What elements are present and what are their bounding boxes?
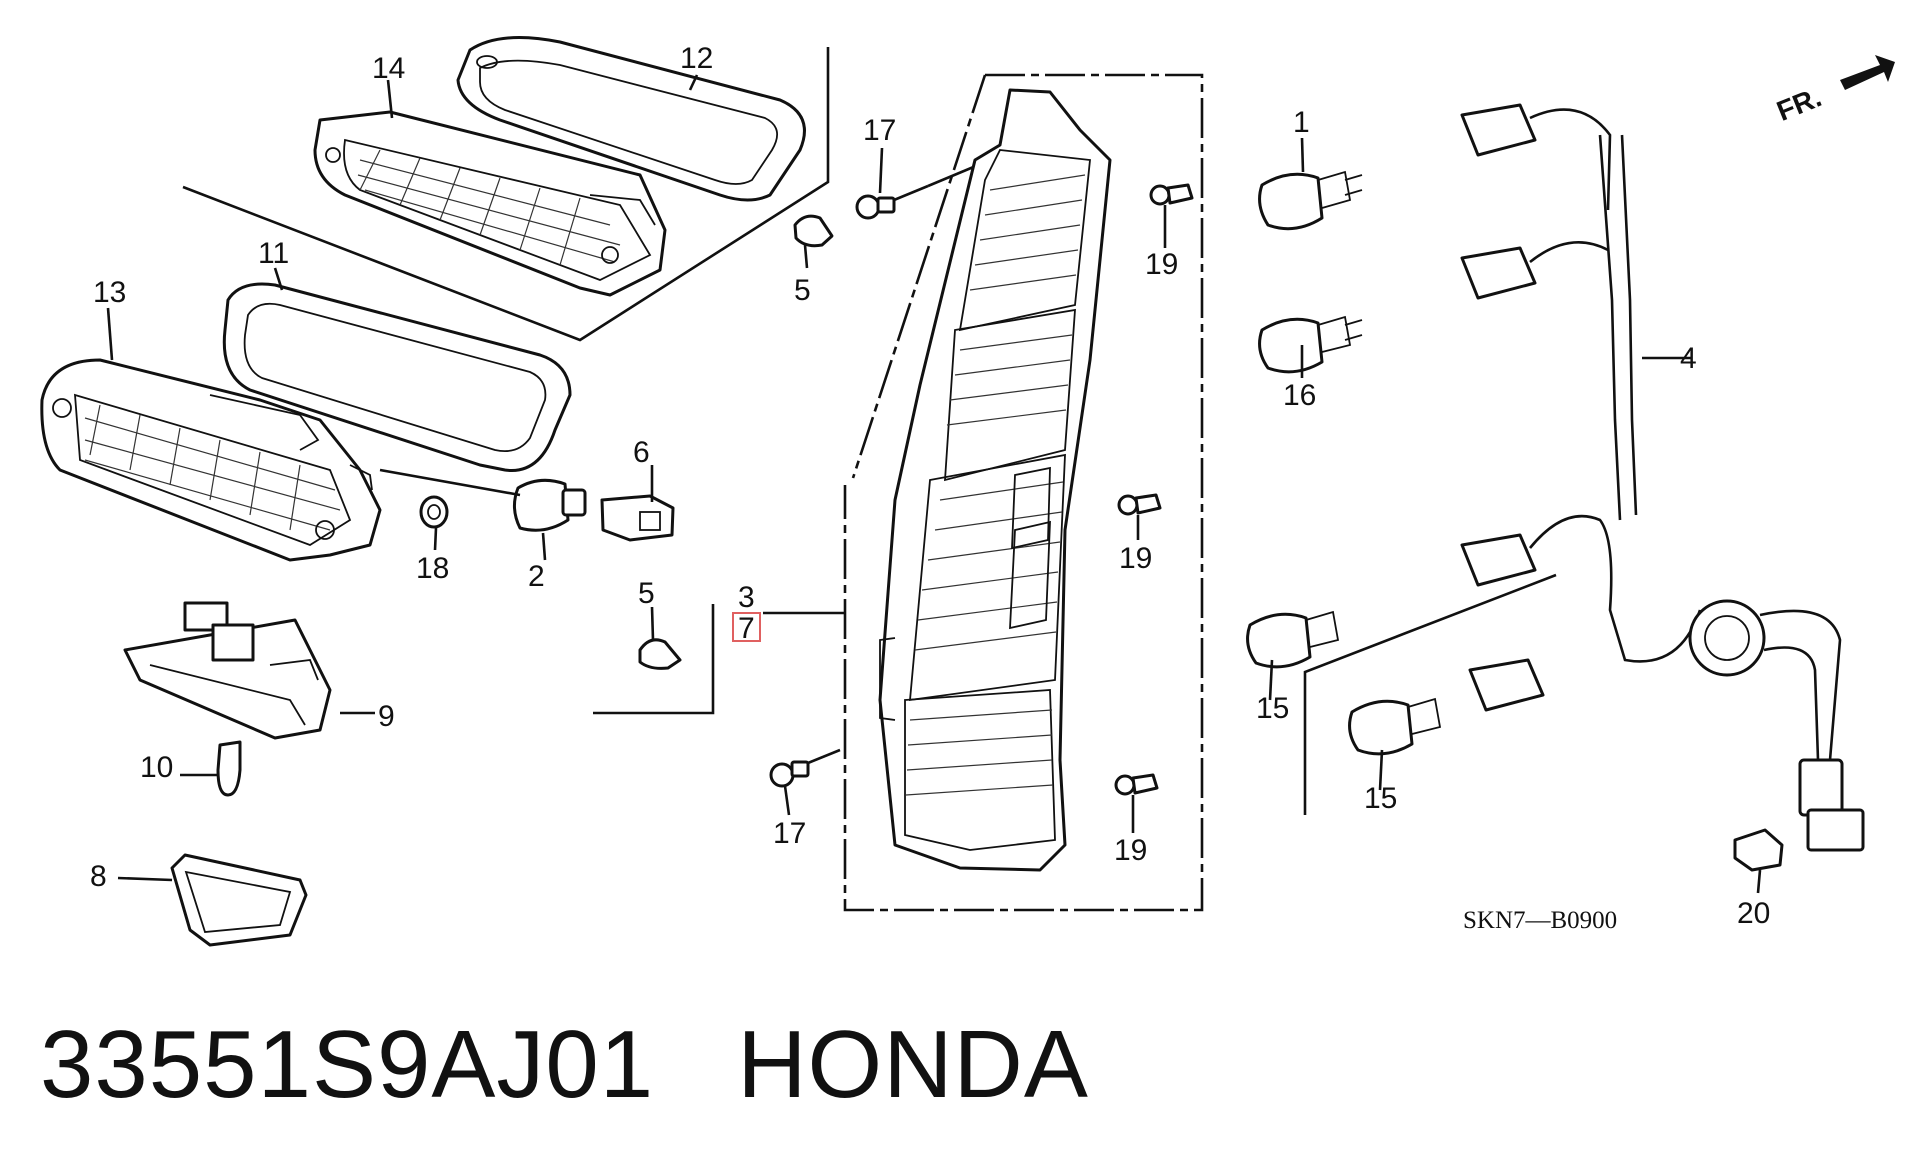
callout-10: 10: [140, 751, 173, 784]
part-19-clip-c: [1114, 773, 1159, 796]
callout-5-upper: 5: [794, 274, 811, 307]
callout-6: 6: [633, 436, 650, 469]
callout-3: 3: [738, 581, 755, 614]
callout-14: 14: [372, 52, 405, 85]
callout-13: 13: [93, 276, 126, 309]
part-5-clip-upper: [793, 214, 834, 248]
callout-16: 16: [1283, 379, 1316, 412]
front-arrow-icon: [1840, 55, 1895, 90]
part-15-bulb-upper: [1246, 610, 1340, 669]
leader-lines: [106, 74, 1762, 894]
callout-15-upper: 15: [1256, 692, 1289, 725]
part-15-bulb-lower: [1348, 697, 1442, 756]
part-6-socket: [600, 494, 675, 542]
part-4-harness: [1460, 103, 1865, 852]
callout-18: 18: [416, 552, 449, 585]
part-3-tail-lamp: [763, 88, 1112, 872]
part-19-clip-a: [1149, 183, 1194, 206]
part-caption: 33551S9AJ01 HONDA: [40, 1010, 1089, 1120]
part-1-bulb: [1258, 170, 1363, 231]
callout-9: 9: [378, 700, 395, 733]
callout-11: 11: [258, 237, 289, 270]
part-12-lens-cover: [456, 36, 806, 202]
part-10-bulb: [180, 740, 242, 797]
part-8-lens: [117, 853, 308, 947]
highlight-box: [732, 612, 761, 642]
part-11-gasket: [222, 282, 572, 472]
part-17-screw-lower: [769, 748, 841, 788]
callout-20: 20: [1737, 897, 1770, 930]
part-18-grommet: [419, 495, 449, 529]
callout-15-lower: 15: [1364, 782, 1397, 815]
part-9-license-light: [123, 601, 332, 740]
part-5-clip-lower: [638, 638, 682, 670]
callout-1: 1: [1293, 106, 1310, 139]
callout-17-lower: 17: [773, 817, 806, 850]
callout-17-upper: 17: [863, 114, 896, 147]
part-13-housing: [40, 358, 382, 562]
callout-12: 12: [680, 42, 713, 75]
part-16-bulb: [1258, 315, 1363, 374]
section-dividers: [182, 47, 1557, 912]
callout-7: 7: [738, 612, 755, 645]
callout-19-c: 19: [1114, 834, 1147, 867]
fr-label: FR.: [1772, 81, 1825, 127]
part-20-connector-lock: [1733, 828, 1784, 872]
callout-2: 2: [528, 560, 545, 593]
callout-19-b: 19: [1119, 542, 1152, 575]
callout-19-a: 19: [1145, 248, 1178, 281]
part-number: 33551S9AJ01: [40, 1011, 655, 1118]
part-2-bulb: [379, 468, 587, 532]
callout-4: 4: [1680, 342, 1697, 375]
diagram-code: SKN7—B0900: [1463, 907, 1617, 934]
brand-name: HONDA: [737, 1011, 1089, 1118]
part-19-clip-b: [1117, 493, 1162, 516]
callout-8: 8: [90, 860, 107, 893]
front-direction-indicator: FR.: [1772, 55, 1895, 127]
part-14-stop-light: [313, 110, 667, 297]
callout-labels: 1 2 3 4 5 5 6 7 8 9 10 11 12 13 14 15 15…: [90, 42, 1770, 930]
callout-5-lower: 5: [638, 577, 655, 610]
